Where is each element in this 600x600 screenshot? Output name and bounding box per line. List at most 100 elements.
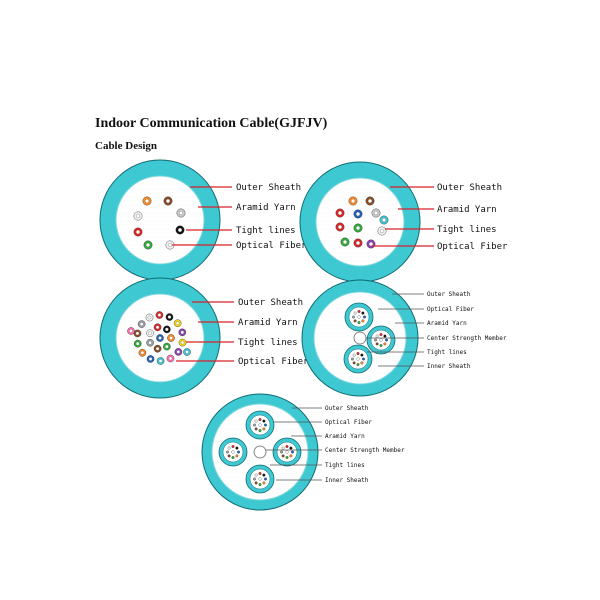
cable-diagram-4-unit: Outer Sheath Optical Fiber Aramid Yarn C…	[201, 393, 405, 511]
tight-fiber-group	[127, 311, 191, 365]
fiber-core	[185, 350, 189, 354]
tight-buffered-fiber	[289, 446, 293, 450]
fiber-core	[367, 198, 373, 204]
cable-diagram-12-fiber: Outer Sheath Aramid Yarn Tight lines Opt…	[299, 161, 508, 283]
tight-buffered-fiber	[379, 344, 383, 347]
fiber-core	[342, 239, 348, 245]
fiber-core	[355, 240, 361, 246]
sub-unit-group	[343, 302, 396, 374]
tight-buffered-fiber	[262, 419, 266, 423]
aramid-yarn-core	[115, 175, 205, 265]
tight-buffered-fiber	[361, 311, 365, 315]
leader-lines	[366, 293, 424, 367]
tight-buffered-fiber	[258, 423, 262, 427]
label-inner-sheath: Inner Sheath	[325, 477, 369, 484]
tight-buffered-fiber	[258, 477, 262, 481]
tight-buffered-fiber	[352, 315, 355, 319]
label-center-strength-member: Center Strength Member	[325, 447, 405, 454]
tight-buffered-fiber	[362, 357, 365, 361]
tight-buffered-fiber	[281, 446, 285, 450]
tight-buffered-fiber	[258, 418, 262, 421]
fiber-core	[135, 341, 140, 346]
center-strength-member	[353, 331, 367, 345]
fiber-core	[158, 359, 163, 363]
fiber-core	[158, 336, 162, 340]
label-optical-fiber: Optical Fiber	[236, 241, 307, 251]
tight-buffered-fiber	[264, 423, 267, 427]
tight-buffered-fiber	[360, 361, 364, 365]
fiber-core	[139, 322, 144, 326]
center-strength-member	[253, 445, 267, 459]
tight-buffered-fiber	[253, 423, 256, 427]
label-tight-lines: Tight lines	[238, 338, 298, 348]
fiber-core	[145, 242, 151, 248]
tight-fiber-group	[335, 196, 389, 249]
tight-buffered-fiber	[357, 321, 361, 324]
tight-fiber-group	[133, 196, 186, 250]
section-subtitle: Cable Design	[95, 140, 158, 152]
aramid-yarn-core	[315, 177, 405, 267]
tight-buffered-fiber	[356, 357, 360, 361]
tight-buffered-fiber	[375, 342, 379, 346]
fiber-core	[135, 229, 141, 235]
tight-buffered-fiber	[231, 456, 235, 459]
tight-buffered-fiber	[285, 456, 289, 459]
fiber-core	[148, 331, 152, 335]
tight-buffered-fiber	[363, 315, 366, 319]
fiber-core	[135, 213, 141, 219]
tight-buffered-fiber	[231, 450, 235, 454]
label-aramid-yarn: Aramid Yarn	[238, 318, 298, 328]
fiber-core	[379, 228, 385, 234]
tight-buffered-fiber	[361, 319, 365, 323]
fiber-core	[176, 350, 181, 354]
label-outer-sheath: Outer Sheath	[427, 291, 471, 298]
tight-buffered-fiber	[356, 352, 360, 355]
tight-buffered-fiber	[254, 473, 258, 477]
tight-buffered-fiber	[227, 446, 231, 450]
tight-buffered-fiber	[291, 450, 294, 454]
fiber-core	[175, 321, 180, 325]
sub-unit-group	[218, 410, 302, 494]
label-aramid-yarn: Aramid Yarn	[236, 203, 296, 213]
fiber-core	[129, 329, 133, 333]
fiber-core	[350, 198, 356, 204]
label-inner-sheath: Inner Sheath	[427, 363, 471, 370]
tight-buffered-fiber	[351, 357, 354, 361]
fiber-core	[168, 356, 173, 361]
label-tight-lines: Tight lines	[427, 349, 467, 356]
label-optical-fiber: Optical Fiber	[325, 419, 372, 426]
cable-diagram-24-fiber: Outer Sheath Aramid Yarn Tight lines Opt…	[99, 277, 309, 399]
tight-buffered-fiber	[353, 311, 357, 315]
tight-buffered-fiber	[383, 342, 387, 346]
fiber-core	[165, 198, 171, 204]
leader-lines	[172, 186, 232, 246]
tight-buffered-fiber	[375, 334, 379, 338]
fiber-core	[381, 217, 387, 223]
fiber-core	[144, 198, 150, 204]
label-optical-fiber: Optical Fiber	[238, 357, 309, 367]
tight-buffered-fiber	[352, 353, 356, 357]
fiber-core	[135, 331, 140, 336]
tight-buffered-fiber	[385, 338, 388, 342]
fiber-core	[169, 336, 173, 340]
label-center-strength-member: Center Strength Member	[427, 335, 507, 342]
fiber-core	[167, 315, 172, 319]
tight-buffered-fiber	[253, 477, 256, 481]
fiber-core	[140, 351, 145, 355]
fiber-core	[155, 325, 160, 330]
fiber-core	[165, 327, 169, 332]
tight-buffered-fiber	[254, 481, 258, 485]
tight-buffered-fiber	[254, 427, 258, 431]
fiber-core	[373, 210, 379, 216]
tight-buffered-fiber	[280, 450, 283, 454]
tight-buffered-fiber	[262, 473, 266, 477]
fiber-core	[148, 357, 153, 361]
leader-lines	[266, 407, 322, 481]
tight-buffered-fiber	[227, 454, 231, 458]
cable-diagram-6-fiber: Outer Sheath Aramid Yarn Tight lines Opt…	[99, 159, 307, 281]
fiber-core	[180, 340, 185, 345]
tight-buffered-fiber	[379, 338, 383, 342]
tight-buffered-fiber	[379, 333, 383, 336]
fiber-core	[165, 344, 169, 349]
tight-buffered-fiber	[235, 446, 239, 450]
